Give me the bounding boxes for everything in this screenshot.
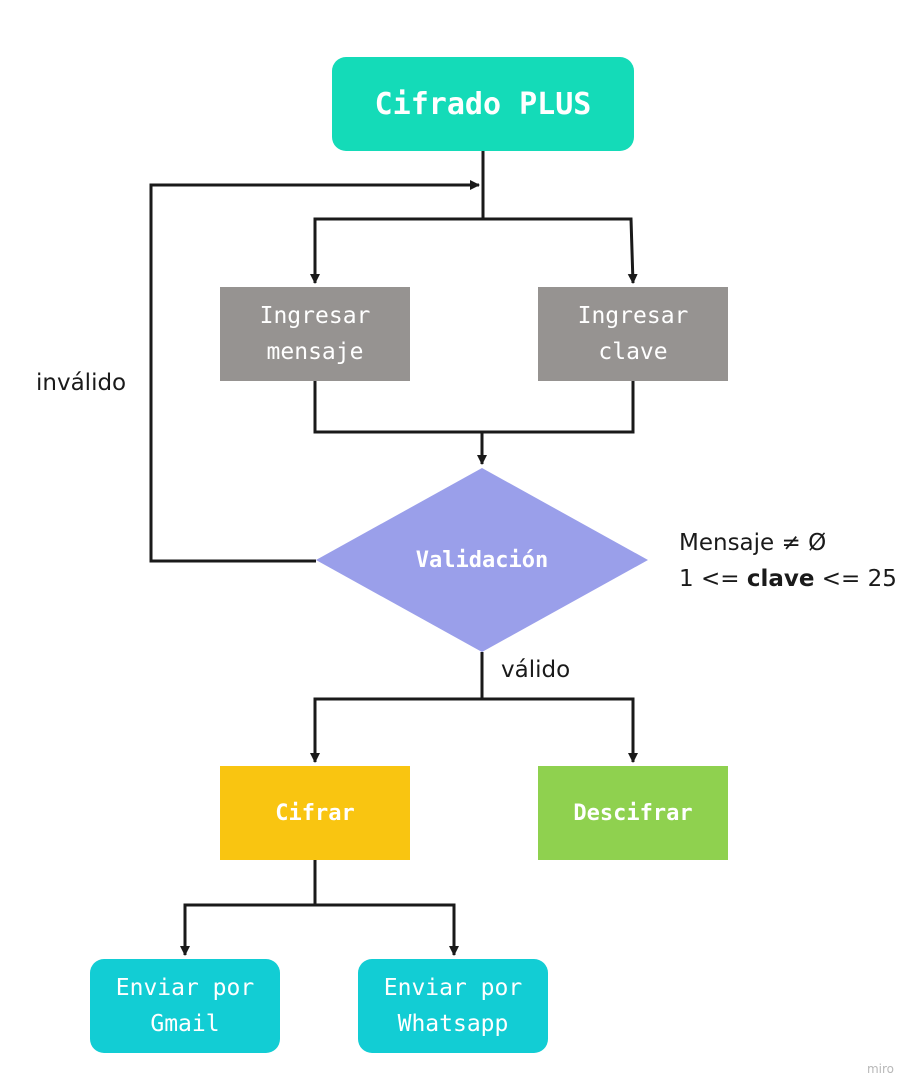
decrypt-node[interactable]: Descifrar	[538, 766, 728, 860]
input-message-node[interactable]: Ingresar mensaje	[220, 287, 410, 381]
valid-edge-label: válido	[501, 657, 571, 683]
validation-label: Validación	[415, 547, 549, 573]
connector-split-to-key	[483, 217, 638, 284]
validation-diamond[interactable]	[316, 468, 648, 652]
condition-key-range-prefix: 1 <=	[679, 566, 747, 592]
connector-split-to-message	[310, 217, 483, 284]
condition-message-not-empty: Mensaje ≠ Ø	[679, 530, 827, 556]
connector-message-to-merge	[313, 381, 635, 434]
connector-valid-to-encrypt	[310, 697, 482, 763]
condition-key-range: 1 <= clave <= 25	[679, 566, 897, 592]
connector-valid-to-decrypt	[482, 697, 638, 763]
send-gmail-node[interactable]: Enviar por Gmail	[90, 959, 280, 1053]
invalid-edge-label: inválido	[36, 370, 127, 396]
condition-key-range-keyword: clave	[746, 566, 815, 592]
connector-invalid-loop	[149, 180, 480, 563]
miro-watermark: miro	[866, 1062, 894, 1076]
title-node[interactable]: Cifrado PLUS	[332, 57, 634, 151]
connector-encrypt-to-whatsapp	[315, 903, 459, 956]
input-key-node[interactable]: Ingresar clave	[538, 287, 728, 381]
send-whatsapp-node[interactable]: Enviar por Whatsapp	[358, 959, 548, 1053]
encrypt-node[interactable]: Cifrar	[220, 766, 410, 860]
condition-key-range-suffix: <= 25	[814, 566, 897, 592]
connector-encrypt-to-gmail	[180, 903, 315, 956]
